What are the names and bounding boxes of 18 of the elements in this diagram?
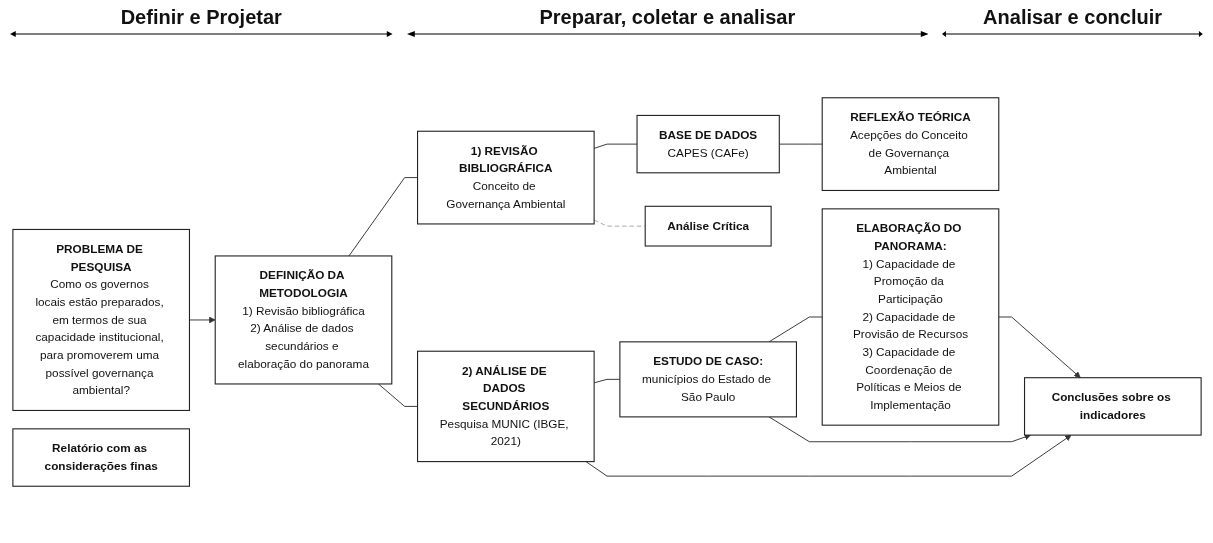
node-box: REFLEXÃO TEÓRICA Acepções do Conceito de Governança Ambiental	[821, 96, 999, 191]
connector	[348, 176, 418, 256]
phase-heading: Analisar e concluir	[983, 5, 1163, 29]
node-box: Conclusões sobre os indicadores	[1023, 376, 1202, 436]
node-box: PROBLEMA DE PESQUISA Como os governos locais estão preparados, em termos de sua capacidade institucional, para promoverem uma possível governança ambiental?	[11, 228, 190, 411]
node-box: DEFINIÇÃO DA METODOLOGIA 1) Revisão bibliográfica 2) Análise de dados secundários e elaboração do panorama	[214, 254, 392, 385]
connector	[377, 383, 418, 407]
node-box: BASE DE DADOS CAPES (CAFe)	[636, 114, 780, 173]
node-box: 1) REVISÃO BIBLIOGRÁFICA Conceito de Governança Ambiental	[416, 130, 595, 224]
node-box: Relatório com as considerações finas	[11, 427, 190, 487]
phase-heading: Preparar, coletar e analisar	[539, 5, 796, 29]
node-box: ESTUDO DE CASO: municípios do Estado de São Paulo	[618, 340, 797, 417]
node-box: Análise Crítica	[644, 205, 772, 247]
connector	[593, 378, 620, 383]
phase-heading: Definir e Projetar	[120, 5, 282, 29]
connector	[593, 143, 637, 149]
node-box: 2) ANÁLISE DE DADOS SECUNDÁRIOS Pesquisa MUNIC (IBGE, 2021)	[416, 350, 595, 462]
node-box: ELABORAÇÃO DO PANORAMA: 1) Capacidade de Promoção da Participação 2) Capacidade de Provisão de Recursos 3) Capacidade de Coordenação de Políticas e Meios de Implementação	[821, 207, 999, 426]
